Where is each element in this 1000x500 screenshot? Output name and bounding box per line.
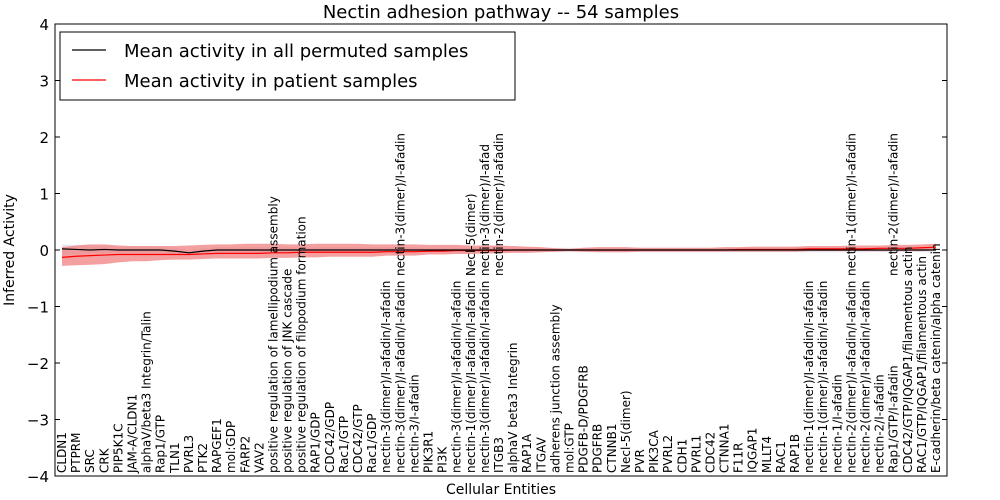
legend-label-permuted: Mean activity in all permuted samples [124, 41, 468, 62]
y-tick-label: −1 [27, 299, 49, 317]
legend: Mean activity in all permuted samples Me… [59, 31, 516, 101]
x-tick-label: nectin-1(dimer)/I-afadin/I-afadin [802, 281, 816, 473]
x-tick-label: MLLT4 [760, 436, 774, 473]
x-tick-label: PTPRM [69, 433, 83, 474]
x-tick-label: positive regulation of filopodium format… [295, 216, 309, 473]
x-tick-label: nectin-2(dimer)/I-afadin/I-afadin [844, 281, 858, 473]
x-tick-label: IQGAP1 [746, 428, 760, 473]
x-tick-label: RAP1/GDP [309, 412, 323, 473]
x-tick-label: positive regulation of JNK cascade [281, 269, 295, 473]
x-tick-label: CRK [97, 447, 111, 473]
x-tick-label: mol:GDP [224, 421, 238, 473]
x-tick-label: JAM-A/CLDN1 [125, 394, 139, 474]
x-tick-label: alphaV/beta3 Integrin/Talin [140, 311, 154, 473]
x-tick-label: RAC1/GTP/IQGAP1/filamentous actin [915, 256, 929, 473]
x-tick-label: PI3K [436, 446, 450, 473]
x-tick-label: CDC42/GDP [323, 402, 337, 473]
x-tick-label: mol:GTP [562, 423, 576, 473]
x-tick-label: Rac1/GTP [337, 416, 351, 473]
x-tick-label: ITGAV [534, 436, 548, 473]
x-tick-label: PVRL2 [661, 435, 675, 473]
x-tick-label: adherens junction assembly [548, 304, 562, 473]
x-tick-label: CTNNB1 [605, 423, 619, 473]
series-lines [61, 246, 937, 258]
x-tick-label-upper: nectin-2(dimer)/I-afadin [492, 133, 506, 276]
x-tick-label: nectin-3(dimer)/I-afadin/I-afadin [478, 281, 492, 473]
x-tick-label: PIP5K1C [111, 423, 125, 473]
x-tick-label-upper: nectin-3(dimer)/I-afad [478, 144, 492, 276]
x-tick-label: RAP1A [520, 433, 534, 473]
x-tick-label: Rac1/GDP [365, 414, 379, 473]
x-tick-label: nectin-3(dimer)/I-afadin/I-afadin [393, 281, 407, 473]
y-axis-label: Inferred Activity [2, 194, 18, 306]
x-tick-label: RAC1 [774, 441, 788, 473]
x-tick-label: PDGFRB [591, 424, 605, 473]
x-tick-label-upper: nectin-3(dimer)/I-afadin [393, 133, 407, 276]
x-tick-label: nectin-2(dimer)/I-afadin/I-afadin [859, 281, 873, 473]
y-tick-label: −4 [27, 468, 49, 486]
x-tick-label: PVR [633, 449, 647, 473]
x-tick-label: FARP2 [238, 436, 252, 473]
x-tick-label: positive regulation of lamellipodium ass… [266, 196, 280, 473]
x-tick-label: TLN1 [168, 442, 182, 474]
x-tick-label: alphaV beta3 Integrin [506, 342, 520, 473]
x-tick-label: E-cadherin/beta catenin/alpha catenin [929, 243, 943, 473]
x-tick-label: nectin-2/I-afadin [873, 374, 887, 473]
x-tick-label: PIK3R1 [422, 431, 436, 473]
x-tick-label: PVRL1 [689, 435, 703, 473]
x-tick-label: Rap1/GTP/I-afadin [887, 365, 901, 473]
y-axis: −4 −3 −2 −1 0 1 2 3 4 [27, 16, 947, 486]
x-tick-label: PIK3CA [647, 429, 661, 473]
x-tick-label-upper: nectin-2(dimer)/I-afadin [887, 133, 901, 276]
x-tick-label: RAPGEF1 [210, 418, 224, 473]
chart-title: Nectin adhesion pathway -- 54 samples [323, 2, 679, 23]
legend-label-patient: Mean activity in patient samples [124, 71, 418, 92]
x-tick-label: nectin-3/I-afadin [407, 374, 421, 473]
x-tick-label-upper: nectin-1(dimer)/I-afadin [844, 133, 858, 276]
band-series-1 [62, 243, 936, 266]
x-tick-label: nectin-1(dimer)/I-afadin/I-afadin [464, 281, 478, 473]
y-tick-label: 3 [39, 73, 49, 91]
x-tick-label: Necl-5(dimer) [619, 390, 633, 473]
x-tick-label: CTNNA1 [718, 423, 732, 473]
y-tick-label: −2 [27, 355, 49, 373]
x-tick-label: nectin-1(dimer)/I-afadin/I-afadin [816, 281, 830, 473]
x-tick-label: VAV2 [252, 442, 266, 473]
x-tick-label: nectin-3(dimer)/I-afadin/I-afadin [379, 281, 393, 473]
y-tick-label: 2 [39, 129, 49, 147]
y-tick-label: 4 [39, 16, 49, 34]
x-tick-label: ITGB3 [492, 437, 506, 473]
x-tick-label-upper: Necl-5(dimer) [464, 193, 478, 276]
x-tick-label: nectin-3(dimer)/I-afadin/I-afadin [450, 281, 464, 473]
x-tick-label: RAP1B [788, 434, 802, 473]
y-tick-label: 0 [39, 242, 49, 260]
y-tick-label: −3 [27, 412, 49, 430]
x-tick-label: PTK2 [196, 443, 210, 473]
x-tick-label: CDC42/GTP [351, 404, 365, 473]
x-tick-label: CLDN1 [55, 432, 69, 473]
y-tick-label: 1 [39, 186, 49, 204]
x-axis-label: Cellular Entities [446, 482, 556, 498]
x-tick-label: CDC42 [703, 432, 717, 473]
line-series-0 [61, 248, 936, 254]
x-tick-label: PVRL3 [182, 435, 196, 473]
x-tick-label: CDC42/GTP/IQGAP1/filamentous actin [901, 247, 915, 473]
x-tick-label: PDGFB-D/PDGFRB [577, 365, 591, 473]
x-tick-label: SRC [83, 449, 97, 473]
x-tick-label: Rap1/GTP [154, 415, 168, 473]
x-tick-label: F11R [732, 442, 746, 473]
x-tick-label: CDH1 [675, 439, 689, 473]
legend-box [59, 31, 516, 101]
x-tick-label: nectin-1/I-afadin [830, 374, 844, 473]
